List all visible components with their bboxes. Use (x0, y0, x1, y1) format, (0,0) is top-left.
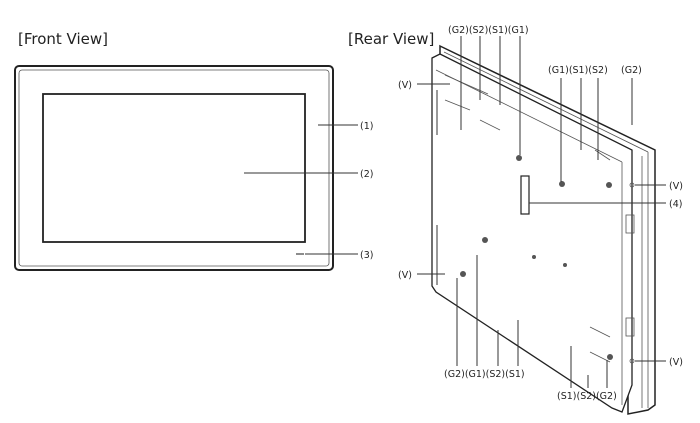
connector-4 (520, 175, 530, 215)
label-bottom-left-group: (G2)(G1)(S2)(S1) (444, 369, 525, 380)
callout-4: (4) (669, 199, 682, 210)
rear-view-panel (431, 44, 656, 415)
label-top-right-g2: (G2) (621, 65, 642, 76)
rear-view-title: [Rear View] (348, 30, 434, 48)
label-v-top-left: (V) (398, 80, 412, 91)
front-screen (42, 93, 306, 243)
callout-2: (2) (360, 169, 373, 180)
label-v-bottom-right: (V) (669, 357, 683, 368)
callout-3: (3) (360, 250, 373, 261)
label-top-left-group: (G2)(S2)(S1)(G1) (448, 25, 529, 36)
label-top-right-group: (G1)(S1)(S2) (548, 65, 608, 76)
front-view-title: [Front View] (18, 30, 108, 48)
label-v-top-right: (V) (669, 181, 683, 192)
callout-1: (1) (360, 121, 373, 132)
label-bottom-right-group: (S1)(S2)(G2) (557, 391, 617, 402)
label-v-bottom-left: (V) (398, 270, 412, 281)
front-view-panel (14, 65, 334, 271)
